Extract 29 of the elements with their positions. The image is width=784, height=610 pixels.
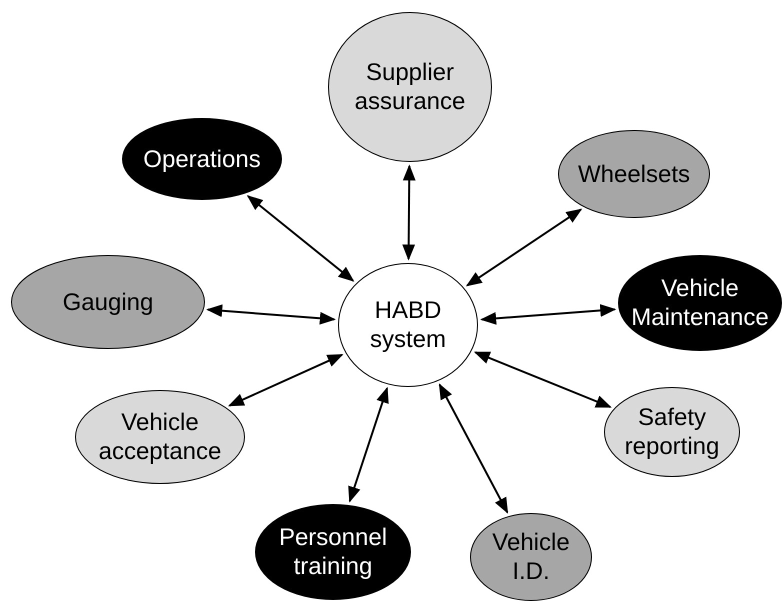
- double-arrow: [466, 208, 582, 286]
- node-label: Supplier assurance: [354, 58, 466, 116]
- double-arrow: [206, 304, 336, 325]
- node-label: Vehicle Maintenance: [630, 274, 770, 332]
- ellipse-node: [470, 513, 592, 601]
- double-arrow: [438, 383, 508, 514]
- node-label: HABD system: [368, 296, 447, 354]
- double-arrow: [480, 304, 616, 325]
- node-label: Safety reporting: [624, 403, 720, 461]
- double-arrow: [228, 354, 344, 407]
- node-label: Personnel training: [278, 523, 388, 581]
- ellipse-node: [122, 118, 282, 200]
- node-label: Vehicle acceptance: [98, 408, 222, 466]
- ellipse-node: [75, 390, 245, 484]
- double-arrow: [246, 195, 354, 282]
- ellipse-node: [604, 387, 740, 477]
- ellipse-node: [618, 255, 782, 351]
- double-arrow: [474, 351, 612, 408]
- node-label: Wheelsets: [576, 160, 692, 188]
- double-arrow: [402, 164, 416, 261]
- ellipse-node: [11, 255, 205, 349]
- ellipse-node: [338, 263, 478, 387]
- node-label: Gauging: [62, 288, 154, 316]
- ellipse-node: [328, 12, 492, 162]
- ellipse-node: [255, 504, 411, 600]
- node-label: Vehicle I.D.: [491, 528, 571, 586]
- node-label: Operations: [142, 144, 262, 174]
- double-arrow: [348, 386, 389, 503]
- ellipse-node: [558, 130, 710, 218]
